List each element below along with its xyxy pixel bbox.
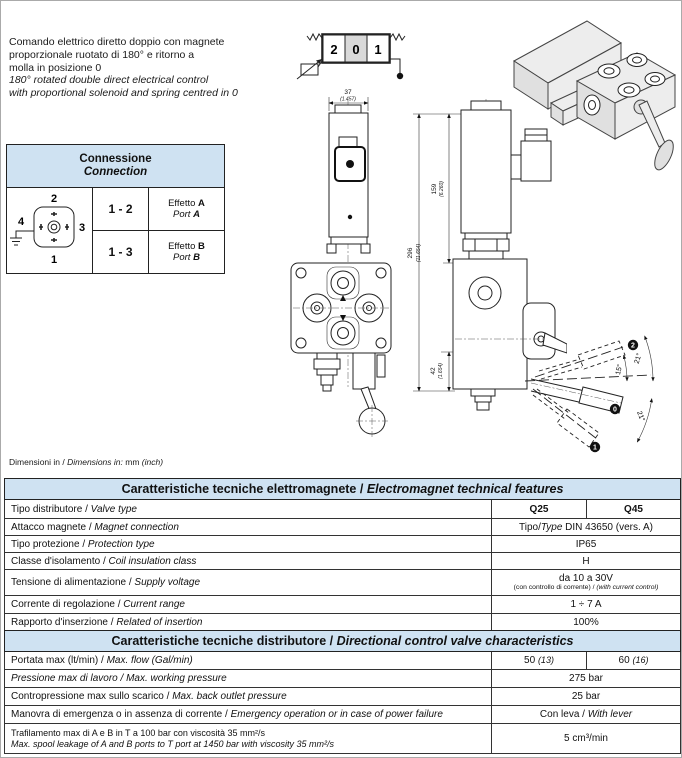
lever-front — [352, 352, 388, 437]
dimensions-note: Dimensioni in / Dimensions in: mm (inch) — [9, 457, 164, 467]
lever-3d — [633, 99, 674, 171]
table-row-valve-type: Tipo distributore / Valve type Q25 Q45 — [4, 499, 681, 519]
table-row-insulation: Classe d'isolamento / Coil insulation cl… — [4, 552, 681, 570]
pin-label-1: 1 — [50, 254, 56, 266]
dim-159-mm: 159 — [431, 183, 438, 194]
bolt-right — [360, 243, 371, 254]
solenoid-front — [328, 104, 369, 238]
schematic-pos-2: 2 — [330, 42, 337, 57]
connection-row: 1 - 3 Effetto B Port B — [7, 230, 225, 274]
pin-label-2: 2 — [50, 193, 56, 205]
connection-table: Connessione Connection 2 3 1 4 — [6, 144, 225, 274]
dim-width-mm: 37 — [344, 89, 352, 96]
description-line-en: with proportional solenoid and spring ce… — [9, 87, 238, 100]
effect-cell: Effetto A Port A — [148, 187, 225, 231]
schematic-pos-0: 0 — [352, 42, 359, 57]
lever-badge-1: 1 — [589, 441, 601, 453]
valve-characteristics-table: Caratteristiche tecniche distributore / … — [3, 630, 681, 754]
arc-21deg-up — [644, 335, 655, 382]
flange-side — [462, 232, 510, 260]
table-row-working-pressure: Pressione max di lavoro / Max. working p… — [4, 669, 681, 688]
valve-3d-illustration — [513, 20, 677, 171]
svg-text:1: 1 — [593, 445, 597, 452]
svg-text:0: 0 — [613, 407, 617, 414]
table-row-supply-voltage: Tensione di alimentazione / Supply volta… — [4, 569, 681, 596]
proportional-solenoid-symbol — [296, 58, 323, 80]
electromagnet-table-header: Caratteristiche tecniche elettromagnete … — [3, 478, 681, 500]
lever-position-up — [534, 340, 626, 380]
dim-296-mm: 296 — [407, 247, 414, 258]
flange-front — [330, 236, 368, 245]
dim-296-in: (11.654) — [416, 244, 422, 263]
lever-arm-side — [542, 332, 567, 354]
q45-header: Q45 — [585, 499, 681, 519]
spring-symbol-left — [306, 32, 323, 42]
front-view-drawing: 37 (1.457) — [290, 89, 392, 437]
valve-body-3d — [575, 52, 677, 140]
drain-dot — [396, 72, 404, 80]
solenoid-side — [460, 100, 512, 234]
bolt-left — [326, 243, 337, 254]
table-row-insertion: Rapporto d'inserzione / Related of inser… — [4, 613, 681, 631]
angle-label-21-up: 21° — [633, 352, 644, 365]
table-row-max-flow: Portata max (lt/min) / Max. flow (Gal/mi… — [4, 651, 681, 670]
dim-42-in: (1.654) — [438, 363, 444, 379]
table-row-current-range: Corrente di regolazione / Current range … — [4, 595, 681, 614]
pin-label-4: 4 — [17, 216, 24, 228]
table-row-protection: Tipo protezione / Protection type IP65 — [4, 535, 681, 553]
angle-label-15: 15° — [614, 363, 624, 375]
connection-row: 2 3 1 4 1 - 2 Effetto A Port A — [6, 187, 225, 274]
pin-label-3: 3 — [78, 222, 84, 234]
lever-angles-drawing: 15° 21° 21° 2 0 1 — [525, 335, 655, 453]
din-connector-diagram: 2 3 1 4 — [9, 193, 85, 266]
drain-line — [390, 58, 401, 74]
lever-badge-2: 2 — [627, 339, 639, 351]
description-line-it: proporzionale ruotato di 180° e ritorno … — [9, 48, 195, 61]
description-line-en: 180° rotated double direct electrical co… — [9, 74, 209, 87]
relief-valve-front — [313, 352, 341, 392]
connection-title-en: Connection — [83, 166, 148, 178]
din-connector-side — [510, 128, 552, 182]
valve-table-header: Caratteristiche tecniche distributore / … — [3, 630, 681, 652]
electromagnet-table: Caratteristiche tecniche elettromagnete … — [3, 478, 681, 631]
q25-header: Q25 — [491, 499, 587, 519]
connection-table-header: Connessione Connection — [6, 144, 225, 188]
table-row-emergency: Manovra di emergenza o in assenza di cor… — [4, 705, 681, 724]
valve-body-front — [290, 262, 392, 354]
port-pair-cell: 1 - 2 — [92, 187, 149, 231]
ground-symbol — [9, 230, 34, 246]
description-line-it: Comando elettrico diretto doppio con mag… — [9, 36, 225, 48]
dim-42-mm: 42 — [430, 367, 437, 375]
description-line-it: molla in posizione 0 — [9, 61, 102, 74]
valve-body-side — [452, 258, 567, 411]
spec-tables: Caratteristiche tecniche elettromagnete … — [3, 478, 681, 754]
table-row-leakage: Trafilamento max di A e B in T a 100 bar… — [4, 723, 681, 754]
effect-cell: Effetto B Port B — [148, 230, 225, 274]
table-row-back-pressure: Contropressione max sullo scarico / Max.… — [4, 687, 681, 706]
flow-arrow-marker — [340, 295, 346, 321]
valve-schematic-symbol: 2 0 1 — [296, 32, 406, 80]
dim-159-in: (6.260) — [439, 181, 445, 197]
schematic-pos-1: 1 — [374, 42, 381, 57]
port-pair-cell: 1 - 3 — [92, 230, 149, 274]
side-view-drawing: 296 (11.654) 159 (6.260) 42 (1.654) — [407, 99, 567, 411]
table-row-magnet-connection: Attacco magnete / Magnet connection Tipo… — [4, 518, 681, 536]
lever-position-center — [530, 378, 624, 414]
lever-badge-0: 0 — [609, 403, 621, 415]
connection-title-it: Connessione — [79, 153, 152, 165]
spring-symbol-right — [389, 32, 406, 42]
connector-pin-cell: 2 3 1 4 — [6, 187, 93, 274]
description-text: Comando elettrico diretto doppio con mag… — [9, 36, 301, 100]
arc-15deg — [622, 354, 629, 382]
svg-text:2: 2 — [631, 343, 635, 350]
angle-label-21-down: 21° — [635, 410, 646, 423]
lever-centerline — [525, 374, 652, 382]
arc-21deg-down — [636, 398, 653, 443]
lever-position-down — [532, 388, 600, 448]
